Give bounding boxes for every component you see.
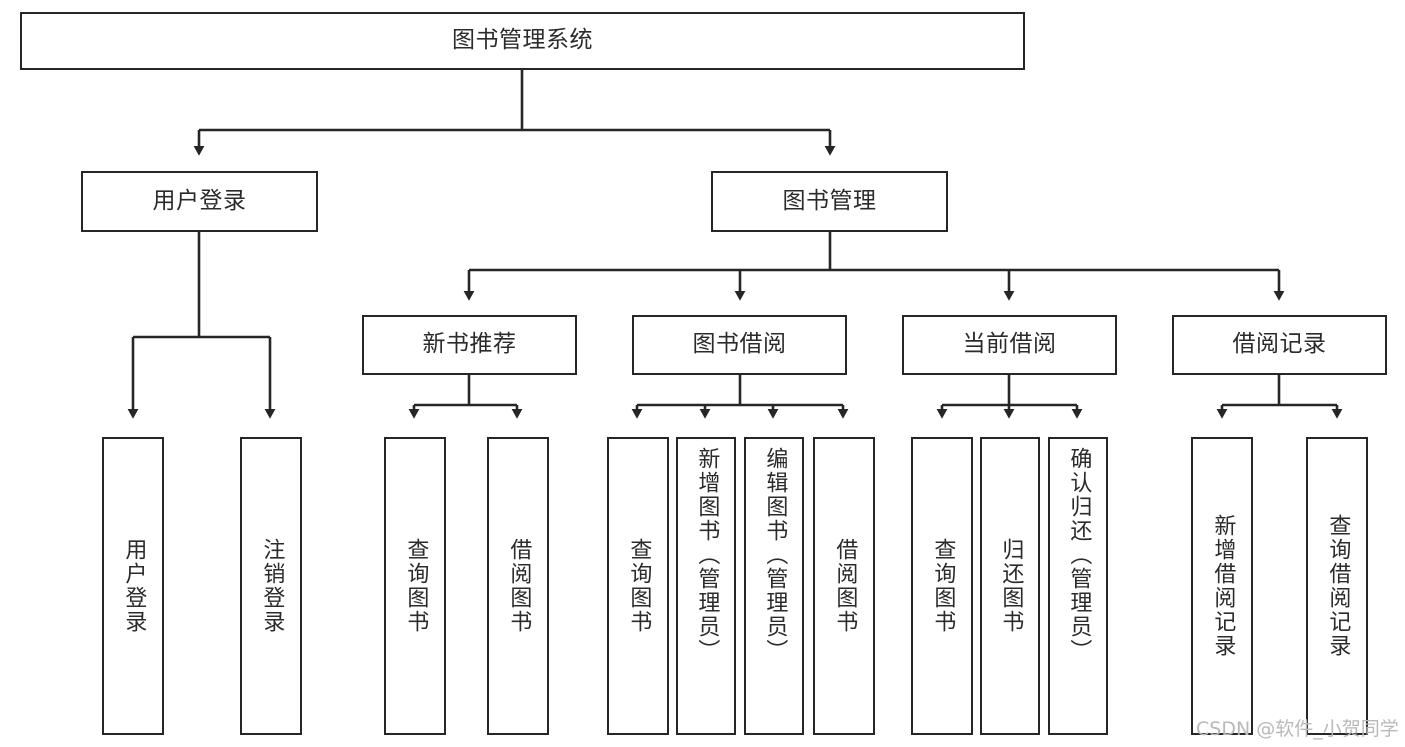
node-label: 用户登录 [152, 187, 247, 214]
node-user-login[interactable]: 用户登录 [81, 171, 318, 232]
node-label: 借阅记录 [1232, 331, 1327, 358]
node-label: 用户登录 [121, 538, 147, 634]
leaf-user-login[interactable]: 用户登录 [102, 437, 164, 735]
leaf-return-book[interactable]: 归还图书 [980, 437, 1040, 735]
node-label: 当前借阅 [962, 331, 1057, 358]
node-book-manage[interactable]: 图书管理 [711, 171, 948, 232]
node-label: 编辑图书（管理员） [762, 447, 788, 663]
node-label: 图书借阅 [692, 331, 787, 358]
leaf-add-book[interactable]: 新增图书（管理员） [676, 437, 736, 735]
leaf-query-borrow-record[interactable]: 查询借阅记录 [1306, 437, 1368, 735]
node-label: 注销登录 [259, 538, 285, 634]
leaf-query-book-borrow[interactable]: 查询图书 [607, 437, 669, 735]
node-label: 借阅图书 [506, 538, 532, 634]
leaf-borrow-book-borrow[interactable]: 借阅图书 [813, 437, 875, 735]
node-label: 查询图书 [930, 538, 956, 634]
node-book-borrow[interactable]: 图书借阅 [632, 315, 847, 375]
node-borrow-record[interactable]: 借阅记录 [1172, 315, 1387, 375]
node-root-system[interactable]: 图书管理系统 [20, 12, 1025, 70]
leaf-add-borrow-record[interactable]: 新增借阅记录 [1191, 437, 1253, 735]
leaf-query-book-recommend[interactable]: 查询图书 [384, 437, 446, 735]
leaf-edit-book[interactable]: 编辑图书（管理员） [744, 437, 804, 735]
node-label: 新书推荐 [422, 331, 517, 358]
leaf-borrow-book-recommend[interactable]: 借阅图书 [487, 437, 549, 735]
node-label: 图书管理系统 [452, 27, 593, 54]
node-label: 归还图书 [998, 538, 1024, 634]
node-new-book-recommend[interactable]: 新书推荐 [362, 315, 577, 375]
leaf-logout-login[interactable]: 注销登录 [240, 437, 302, 735]
leaf-query-book-current[interactable]: 查询图书 [911, 437, 973, 735]
csdn-watermark: CSDN @软件_小贺同学 [1196, 718, 1399, 740]
leaf-confirm-return[interactable]: 确认归还（管理员） [1048, 437, 1108, 735]
node-label: 图书管理 [782, 187, 877, 214]
node-label: 查询图书 [403, 538, 429, 634]
node-label: 新增借阅记录 [1210, 514, 1236, 658]
node-label: 查询图书 [626, 538, 652, 634]
node-label: 新增图书（管理员） [694, 447, 720, 663]
node-current-borrow[interactable]: 当前借阅 [902, 315, 1117, 375]
node-label: 借阅图书 [832, 538, 858, 634]
node-label: 查询借阅记录 [1325, 514, 1351, 658]
node-label: 确认归还（管理员） [1066, 447, 1092, 663]
